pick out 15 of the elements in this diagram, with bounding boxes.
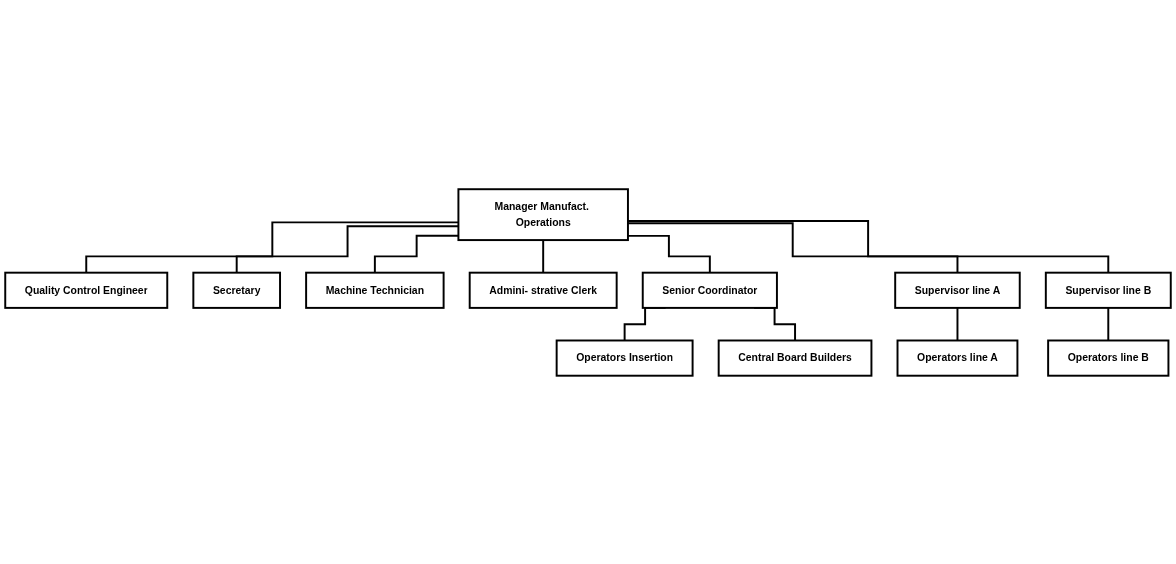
node-box: Quality Control Engineer bbox=[4, 271, 169, 309]
connector bbox=[542, 238, 545, 274]
node-box: Senior Coordinator bbox=[641, 271, 778, 309]
node-box: Secretary bbox=[192, 271, 282, 309]
node-box: Operators line B bbox=[1047, 339, 1170, 377]
node-box: Supervisor line B bbox=[1044, 271, 1172, 309]
node-box: Manager Manufact. Operations bbox=[457, 187, 629, 241]
node-box: Admini- strative Clerk bbox=[468, 271, 618, 309]
node-box: Central Board Builders bbox=[717, 339, 873, 377]
node-box: Supervisor line A bbox=[894, 271, 1021, 309]
node-box: Operators Insertion bbox=[555, 339, 694, 377]
node-box: Operators line A bbox=[896, 339, 1019, 377]
connector bbox=[956, 306, 959, 341]
connector bbox=[1107, 306, 1110, 341]
node-box: Machine Technician bbox=[305, 271, 445, 309]
